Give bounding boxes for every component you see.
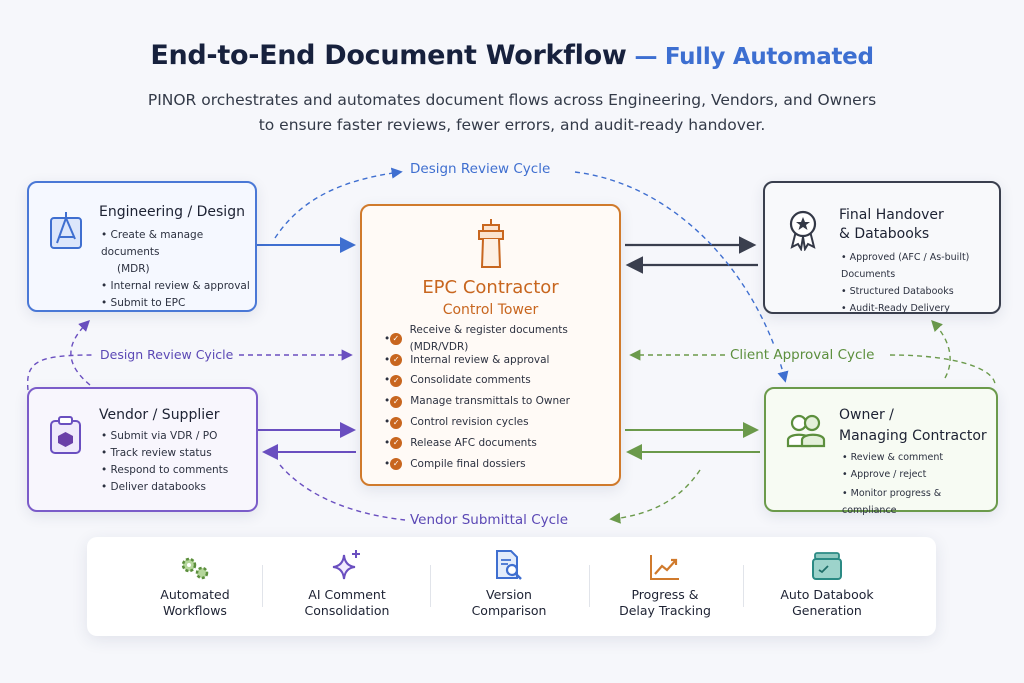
epc-item: ✓Receive & register documents (MDR/VDR) (384, 324, 619, 353)
cycle-label-top: Design Review Cycle (406, 161, 555, 177)
divider (262, 565, 263, 607)
divider (589, 565, 590, 607)
epc-item: ✓Internal review & approval (384, 350, 619, 371)
sparkle-icon (332, 550, 360, 580)
feature-progress-tracking: Progress &Delay Tracking (602, 537, 728, 636)
clipboard-box-icon (50, 416, 81, 454)
drafting-compass-icon (50, 212, 82, 249)
gears-icon (181, 557, 209, 580)
epc-subtitle: Control Tower (442, 302, 539, 318)
check-icon: ✓ (390, 374, 403, 387)
epc-title: EPC Contractor (422, 277, 559, 298)
handover-item: Structured Databooks (841, 283, 999, 300)
handover-title: Final Handover& Databooks (839, 207, 944, 242)
users-icon (786, 414, 826, 448)
cycle-label-left: Design Review Cyicle (96, 347, 238, 362)
control-tower-icon (478, 219, 504, 268)
vendor-item: Respond to comments (101, 462, 229, 479)
vendor-title: Vendor / Supplier (99, 407, 220, 423)
vendor-item: Submit via VDR / PO (101, 428, 228, 445)
page-title: End-to-End Document Workflow — Fully Auto… (0, 40, 1024, 71)
cycle-label-bottom: Vendor Submittal Cycle (406, 512, 573, 528)
check-icon: ✓ (390, 354, 403, 367)
trend-chart-icon (650, 555, 679, 580)
handover-item: Approved (AFC / As-built) Documents (841, 249, 999, 283)
epc-item: ✓Manage transmittals to Owner (384, 391, 619, 412)
epc-item: ✓Release AFC documents (384, 433, 619, 454)
engineering-item-cont: (MDR) (117, 263, 150, 275)
subtitle-line-1: PINOR orchestrates and automates documen… (147, 91, 877, 109)
databook-icon (812, 552, 842, 580)
cycle-top-dashed (274, 167, 403, 239)
divider (743, 565, 744, 607)
final-handover-card: Final Handover& Databooks Approved (AFC … (763, 181, 1001, 314)
check-icon: ✓ (390, 395, 403, 408)
check-icon: ✓ (390, 458, 403, 471)
owner-item: Review & comment (842, 449, 996, 466)
cycle-left-dashed (70, 320, 91, 386)
handover-item: Audit-Ready Delivery (841, 300, 999, 317)
vendor-item: Track review status (101, 445, 228, 462)
check-icon: ✓ (390, 333, 402, 346)
title-main: End-to-End Document Workflow (150, 40, 627, 71)
cycle-label-right: Client Approval Cycle (726, 347, 879, 363)
divider (430, 565, 431, 607)
vendor-supplier-card: Vendor / Supplier Submit via VDR / PO Tr… (27, 387, 258, 512)
engineering-item: Create & manage documents (101, 227, 255, 261)
epc-item: ✓Control revision cycles (384, 412, 619, 433)
owner-item: Monitor progress & compliance (842, 485, 996, 519)
engineering-title: Engineering / Design (99, 204, 245, 220)
owner-title: Owner /Managing Contractor (839, 407, 987, 444)
owner-card: Owner /Managing Contractor Review & comm… (764, 387, 998, 516)
owner-item: Approve / reject (842, 466, 996, 483)
engineering-item: Internal review & approval (101, 278, 255, 295)
epc-contractor-card: EPC Contractor Control Tower ✓Receive & … (360, 204, 621, 486)
check-icon: ✓ (390, 437, 403, 450)
document-search-icon (496, 550, 522, 580)
epc-item: ✓Compile final dossiers (384, 454, 619, 475)
epc-item: ✓Consolidate comments (384, 371, 619, 392)
check-icon: ✓ (390, 416, 403, 429)
engineering-item: Submit to EPC (101, 295, 255, 312)
title-accent: — Fully Automated (634, 44, 874, 70)
engineering-design-card: Engineering / Design Create & manage doc… (27, 181, 257, 312)
vendor-item: Deliver databooks (101, 479, 228, 496)
subtitle-line-2: to ensure faster reviews, fewer errors, … (258, 116, 766, 134)
award-ribbon-icon (789, 210, 817, 251)
